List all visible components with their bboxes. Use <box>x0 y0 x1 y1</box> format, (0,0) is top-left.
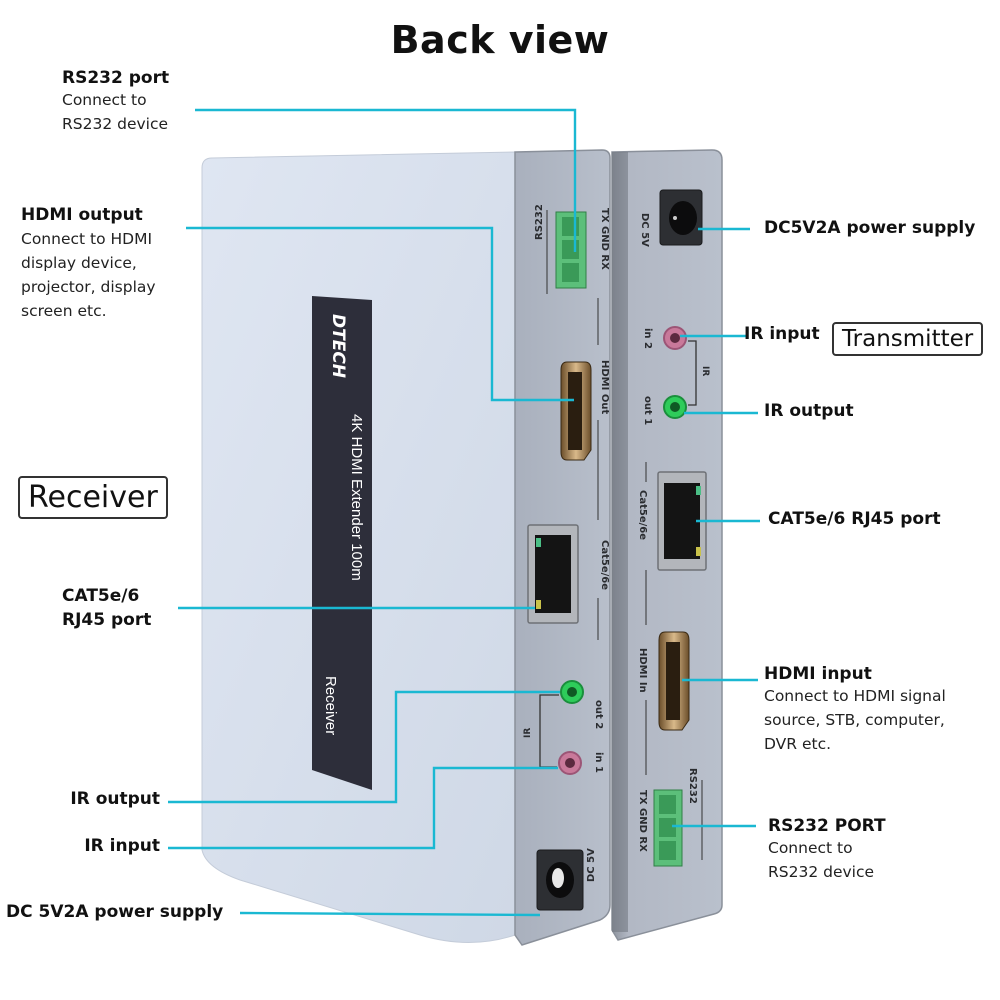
receiver-rj45-port <box>527 524 579 624</box>
callout-desc-line: Connect to HDMI <box>21 230 153 248</box>
callout-desc-line: screen etc. <box>21 302 107 320</box>
page-title: Back view <box>390 18 610 62</box>
callout-desc-line: display device, <box>21 254 137 272</box>
callout-rx-dc-power: DC 5V2A power supply <box>6 902 224 922</box>
receiver-dc-jack <box>536 849 584 911</box>
receiver-hdmi-port <box>560 361 592 461</box>
rx-rs232-pins: TX GND RX <box>599 208 610 270</box>
callout-lines <box>168 108 760 917</box>
callout-desc-line: DVR etc. <box>764 735 832 753</box>
brand-logo: DTECH <box>328 314 348 378</box>
callout-line-rx-ir-out <box>168 690 560 804</box>
transmitter-side-shadow <box>612 152 628 932</box>
callout-title: HDMI output <box>21 205 143 225</box>
callout-desc-line: Connect to <box>62 91 147 109</box>
transmitter-rs232-terminal <box>653 789 683 867</box>
callout-desc-line: source, STB, computer, <box>764 711 945 729</box>
tx-rj45-label: Cat5e/6e <box>637 490 648 540</box>
callout-line-rx-ir-in <box>168 766 558 850</box>
callout-rx-hdmi-output: HDMI output Connect to HDMI display devi… <box>21 205 156 323</box>
tx-hdmi-label: HDMI In <box>637 648 648 693</box>
callout-tx-ir-input: IR input <box>744 324 820 344</box>
callout-tx-rs232: RS232 PORT Connect to RS232 device <box>768 816 886 884</box>
callout-desc-line: RS232 device <box>62 115 169 133</box>
receiver-unit-label: Receiver <box>18 476 168 519</box>
callout-desc-line: RS232 device <box>768 863 875 881</box>
rx-dc-label: DC 5V <box>586 848 597 882</box>
callout-tx-dc-power: DC5V2A power supply <box>764 218 976 238</box>
rx-ir-out-label: out 2 <box>593 700 604 729</box>
callout-tx-ir-output: IR output <box>764 401 854 421</box>
callout-rx-ir-output: IR output <box>70 789 160 809</box>
callout-desc-line: Connect to <box>768 839 853 857</box>
callout-title: RS232 PORT <box>768 816 886 836</box>
tx-dc-label: DC 5V <box>639 213 650 247</box>
receiver-rs232-terminal <box>555 211 587 289</box>
tx-ir-label: IR <box>700 366 710 376</box>
rx-ir-in-label: in 1 <box>593 752 604 773</box>
callout-title: RS232 port <box>62 68 170 88</box>
transmitter-dc-jack <box>659 189 703 246</box>
unit-name: Receiver <box>322 676 339 735</box>
callout-rx-rs232: RS232 port Connect to RS232 device <box>62 68 169 136</box>
rx-rj45-label: Cat5e/6e <box>599 540 610 590</box>
transmitter-unit-label: Transmitter <box>832 322 984 356</box>
tx-rs232-label: RS232 <box>687 768 698 804</box>
callout-tx-rj45: CAT5e/6 RJ45 port <box>768 509 941 529</box>
callout-desc-line: Connect to HDMI signal <box>764 687 946 705</box>
callout-title: CAT5e/6 <box>62 586 140 606</box>
callout-rx-rj45: CAT5e/6 RJ45 port <box>62 584 151 632</box>
tx-ir-in-label: in 2 <box>642 328 653 349</box>
callout-line-rx-rs232 <box>195 108 577 252</box>
rx-ir-label: IR <box>523 728 533 738</box>
receiver-unit: DTECH 4K HDMI Extender 100m Receiver RS2… <box>201 149 611 946</box>
transmitter-rj45-port <box>657 471 707 571</box>
callout-tx-hdmi-input: HDMI input Connect to HDMI signal source… <box>764 664 946 756</box>
callout-title: HDMI input <box>764 664 872 684</box>
callout-rx-ir-input: IR input <box>84 836 160 856</box>
callout-desc-line: projector, display <box>21 278 156 296</box>
tx-rs232-pins: TX GND RX <box>637 790 648 852</box>
transmitter-hdmi-port <box>658 631 690 731</box>
callout-title-line2: RJ45 port <box>62 610 152 630</box>
callout-line-rx-hdmi <box>186 226 574 402</box>
transmitter-unit: DC 5V in 2 out 1 IR Cat5e/6e HDMI In <box>611 149 723 941</box>
product-label-strip <box>312 296 372 790</box>
product-name: 4K HDMI Extender 100m <box>348 414 365 581</box>
rx-rs232-label: RS232 <box>534 204 545 240</box>
callout-line-rx-dc <box>239 911 541 917</box>
tx-ir-out-label: out 1 <box>642 396 653 425</box>
rx-hdmi-label: HDMI Out <box>599 360 610 414</box>
